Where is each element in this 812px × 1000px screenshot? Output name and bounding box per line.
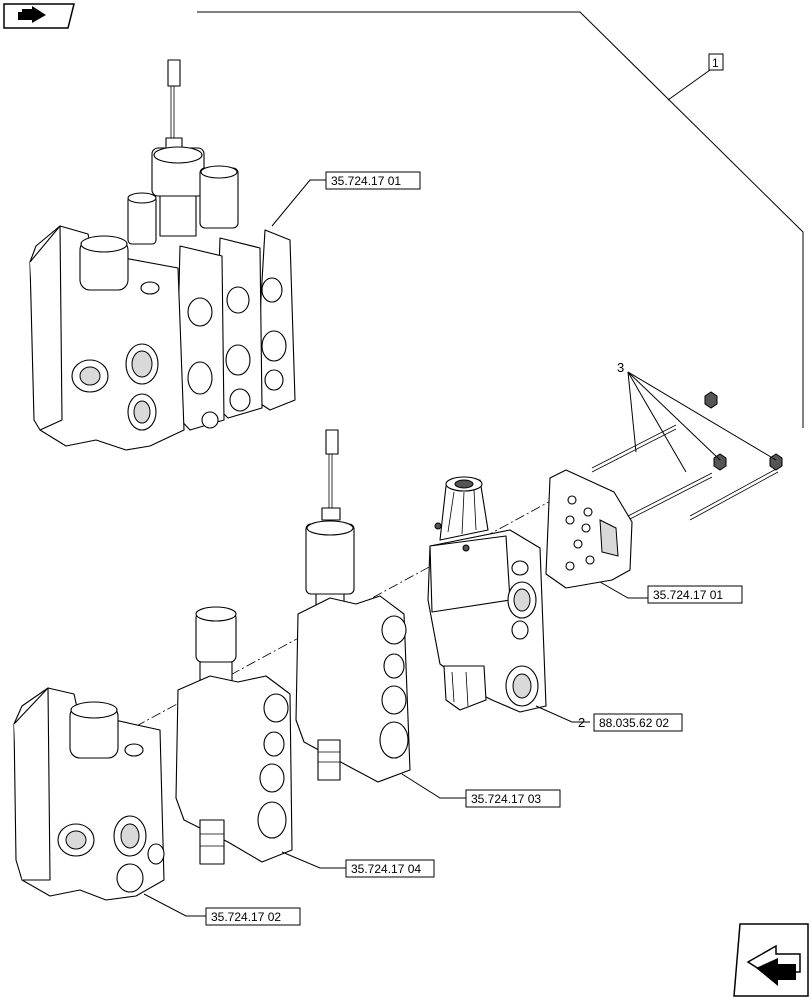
next-page-arrow-icon[interactable] bbox=[733, 923, 809, 997]
assembly-bracket-line bbox=[197, 11, 804, 428]
item-3-leaders bbox=[627, 371, 777, 473]
inlet-leader bbox=[143, 893, 206, 917]
item-1-box: 1 bbox=[708, 53, 724, 71]
valve-section-03 bbox=[295, 429, 411, 783]
item-1-leader bbox=[667, 69, 711, 101]
valve-section-04 bbox=[175, 606, 293, 865]
svg-text:35.724.17 03: 35.724.17 03 bbox=[471, 792, 541, 806]
ref-section-04[interactable]: 35.724.17 04 bbox=[345, 859, 435, 878]
assembled-control-valve bbox=[29, 59, 296, 451]
section-03-leader bbox=[401, 773, 466, 799]
end-plate-leader bbox=[599, 581, 648, 599]
end-plate bbox=[545, 469, 633, 589]
ref-part-2[interactable]: 88.035.62 02 bbox=[593, 713, 683, 732]
valve-section-part-2 bbox=[427, 476, 547, 713]
part-2-leader bbox=[535, 705, 590, 723]
inlet-section-02 bbox=[13, 687, 165, 901]
ref-top-valve[interactable]: 35.724.17 01 bbox=[325, 171, 421, 190]
ref-inlet[interactable]: 35.724.17 02 bbox=[205, 907, 301, 926]
tie-rods bbox=[591, 424, 779, 521]
top-valve-leader bbox=[271, 179, 326, 227]
svg-text:88.035.62 02: 88.035.62 02 bbox=[599, 716, 669, 730]
nuts bbox=[704, 391, 783, 471]
svg-text:35.724.17 02: 35.724.17 02 bbox=[211, 910, 281, 924]
book-arrow-icon[interactable] bbox=[3, 3, 75, 29]
svg-text:35.724.17 01: 35.724.17 01 bbox=[653, 588, 723, 602]
ref-end-plate[interactable]: 35.724.17 01 bbox=[647, 585, 743, 604]
svg-text:35.724.17 04: 35.724.17 04 bbox=[351, 862, 421, 876]
item-1-number: 1 bbox=[712, 56, 719, 70]
item-3-number: 3 bbox=[617, 360, 624, 375]
item-2-number: 2 bbox=[578, 715, 585, 730]
svg-text:35.724.17 01: 35.724.17 01 bbox=[331, 174, 401, 188]
section-04-leader bbox=[281, 851, 346, 869]
ref-section-03[interactable]: 35.724.17 03 bbox=[465, 789, 561, 808]
